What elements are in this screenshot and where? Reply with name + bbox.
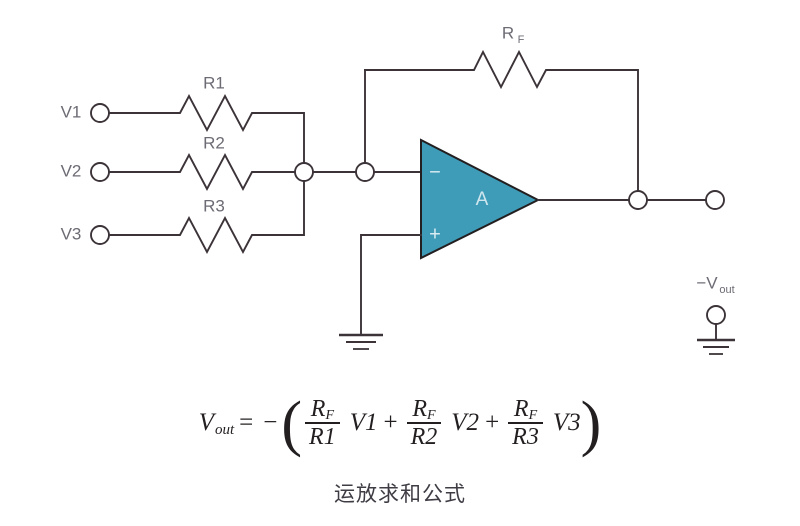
formula-fraction-2-num-base: R — [412, 396, 427, 422]
vout-reference-group: −V out — [696, 273, 735, 355]
formula-open-paren: ( — [281, 389, 303, 458]
label-vout-subscript: out — [719, 284, 734, 296]
op-amp-triangle[interactable] — [420, 138, 541, 260]
formula-fraction-1-num-sub: F — [325, 408, 334, 423]
wire-noninverting-to-ground — [360, 234, 422, 336]
formula-lhs-base: V — [198, 409, 214, 437]
ground-branch-left — [339, 234, 422, 350]
formula-fraction-1-denominator: R1 — [309, 423, 336, 450]
terminal-output[interactable] — [705, 190, 725, 210]
formula-fraction-3-num-sub: F — [528, 408, 538, 423]
label-r2: R2 — [203, 133, 225, 152]
formula-fraction-3-bar — [508, 422, 543, 424]
input-branch-v3: V3 R3 — [61, 180, 305, 255]
formula-fraction-1-num-base: R — [310, 396, 326, 422]
formula-equals: = — [239, 409, 254, 437]
noninverting-input-sign: + — [429, 223, 441, 245]
formula-term-1-variable: V1 — [349, 409, 378, 437]
output-junction-node[interactable] — [628, 190, 648, 210]
formula-lhs-subscript: out — [215, 422, 235, 439]
label-v3: V3 — [61, 224, 82, 243]
wire-r3-to-node — [261, 180, 305, 236]
formula-fraction-3-num-base: R — [513, 396, 529, 422]
formula-plus-1: + — [383, 409, 398, 437]
wire-r1-to-node — [261, 112, 305, 164]
label-r1: R1 — [203, 73, 225, 92]
terminal-v1[interactable] — [90, 103, 110, 123]
label-rf-base: R — [502, 23, 514, 42]
formula-fraction-3-denominator: R3 — [512, 423, 539, 450]
formula-term-2-variable: V2 — [451, 409, 480, 437]
input-branch-v1: V1 R1 — [61, 73, 305, 164]
op-amp[interactable]: − + A — [420, 138, 541, 260]
label-rf-subscript: F — [518, 34, 525, 46]
terminal-vout-reference[interactable] — [706, 305, 726, 325]
summing-junction-node[interactable] — [294, 162, 314, 182]
formula-fraction-1-bar — [305, 422, 340, 424]
formula-close-paren: ) — [580, 389, 602, 458]
formula-fraction-2-num-sub: F — [427, 408, 436, 423]
feedback-branch: R F — [364, 23, 639, 192]
formula-fraction-2-bar — [406, 422, 442, 424]
label-vout-prefix: −V — [696, 273, 718, 292]
label-r3: R3 — [203, 196, 225, 215]
formula-term-3-variable: V3 — [552, 409, 581, 437]
formula-plus-2: + — [485, 409, 500, 437]
formula-leading-minus: − — [263, 409, 278, 437]
input-branch-v2: V2 R2 — [61, 133, 296, 192]
wire-feedback-right — [555, 69, 639, 192]
op-amp-gain-label: A — [476, 189, 489, 210]
figure-caption: 运放求和公式 — [334, 482, 466, 506]
resistor-r2-body — [168, 152, 262, 192]
resistor-r1-body — [168, 93, 262, 133]
label-v2: V2 — [61, 161, 82, 180]
resistor-rf-body — [462, 49, 556, 90]
formula-fraction-2-denominator: R2 — [410, 423, 438, 450]
label-v1: V1 — [61, 102, 82, 121]
terminal-v3[interactable] — [90, 225, 110, 245]
terminal-v2[interactable] — [90, 162, 110, 182]
feedback-tap-node[interactable] — [355, 162, 375, 182]
summing-node-group — [294, 69, 422, 182]
inverting-input-sign: − — [429, 161, 441, 183]
output-branch — [537, 190, 725, 210]
resistor-r3-body — [168, 215, 262, 255]
